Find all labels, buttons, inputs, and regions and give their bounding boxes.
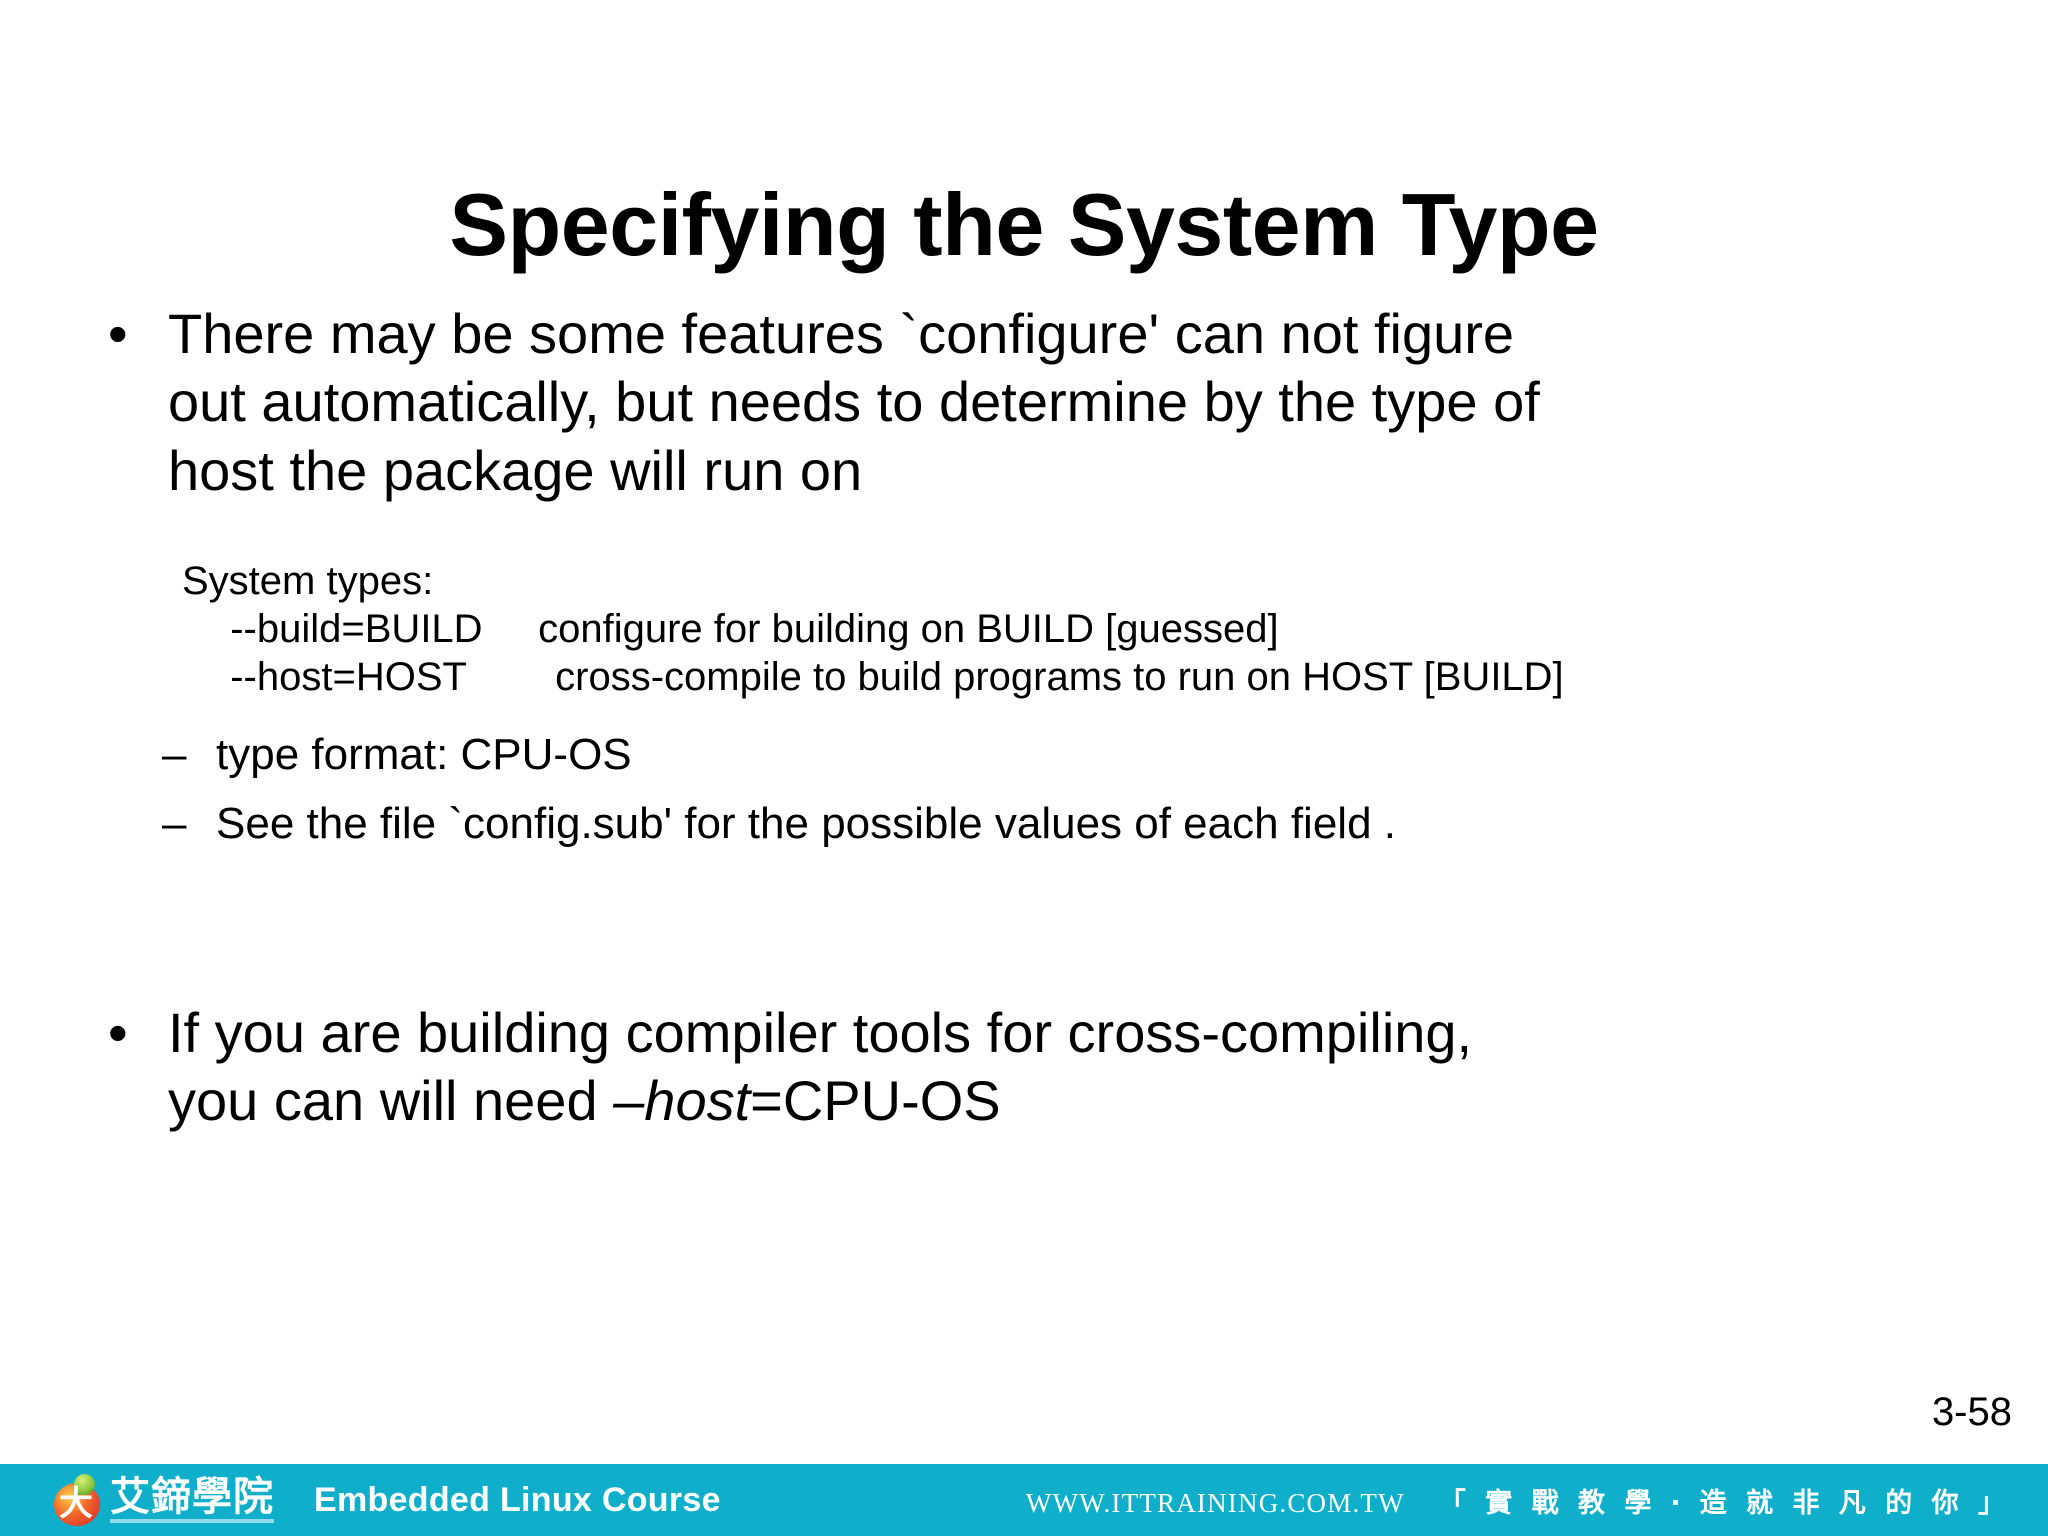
bullet-item-2-text: If you are building compiler tools for c…: [168, 999, 1568, 1136]
bullet-item-2-option-keyword: –host: [613, 1069, 751, 1133]
bullet-item-2: • If you are building compiler tools for…: [100, 999, 1970, 1136]
bullet-marker-icon: •: [108, 302, 128, 365]
sub-bullet-item-1-text: type format: CPU-OS: [216, 729, 632, 779]
code-line-3: --host=HOST cross-compile to build progr…: [208, 654, 1564, 699]
sub-bullet-item-1: – type format: CPU-OS: [162, 727, 1970, 782]
bullet-item-1: • There may be some features `configure'…: [100, 300, 1970, 505]
brand-logo: 大 艾鍗學院: [52, 1472, 274, 1528]
code-line-1: System types:: [182, 558, 434, 603]
page-title: Specifying the System Type: [449, 174, 1599, 274]
footer-course-title: Embedded Linux Course: [314, 1480, 721, 1519]
logo-badge-icon: 大: [52, 1474, 104, 1526]
footer-website-url: WWW.ITTRAINING.COM.TW: [1025, 1487, 1405, 1518]
footer-brand: 大 艾鍗學院 Embedded Linux Course: [0, 1472, 721, 1528]
sub-bullet-item-2-text: See the file `config.sub' for the possib…: [216, 798, 1396, 848]
dash-marker-icon: –: [162, 729, 187, 779]
bullet-item-2-suffix: =CPU-OS: [750, 1069, 1001, 1133]
slide-body: • There may be some features `configure'…: [100, 300, 1970, 1136]
footer-bar: 大 艾鍗學院 Embedded Linux Course WWW.ITTRAIN…: [0, 1464, 2048, 1536]
code-block: System types: --build=BUILD configure fo…: [182, 557, 1632, 701]
logo-leaf-icon: [74, 1474, 95, 1495]
code-line-2: --build=BUILD configure for building on …: [208, 606, 1279, 651]
dash-marker-icon: –: [162, 798, 187, 848]
bullet-item-2-prefix: If you are building compiler tools for c…: [168, 1000, 1473, 1133]
page-number: 3-58: [1931, 1390, 2012, 1434]
footer-info: WWW.ITTRAINING.COM.TW 「 實 戰 教 學 ‧ 造 就 非 …: [1026, 1481, 2048, 1520]
footer-slogan: 「 實 戰 教 學 ‧ 造 就 非 凡 的 你 」: [1438, 1487, 2010, 1519]
logo-glyph-text: 大: [59, 1484, 93, 1524]
sub-bullet-item-2: – See the file `config.sub' for the poss…: [162, 796, 1970, 851]
sub-bullet-list: – type format: CPU-OS – See the file `co…: [162, 727, 1970, 851]
bullet-marker-icon: •: [108, 1000, 128, 1064]
logo-wordmark: 艾鍗學院: [110, 1477, 274, 1523]
bullet-item-1-text: There may be some features `configure' c…: [168, 302, 1540, 502]
